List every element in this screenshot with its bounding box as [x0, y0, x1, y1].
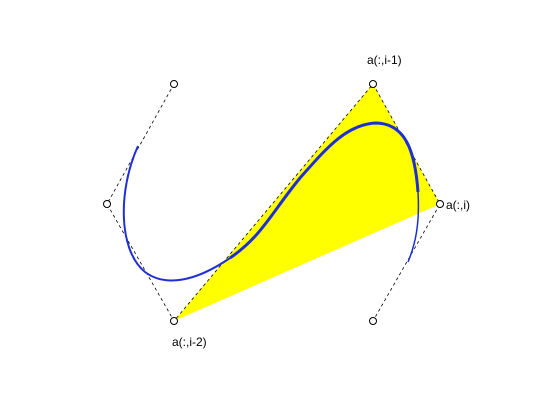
control-point-2: [103, 200, 111, 208]
label-point-i-minus-2: a(:,i-2): [172, 335, 207, 349]
label-point-i: a(:,i): [446, 198, 470, 212]
control-point-6: [369, 317, 377, 325]
control-point-i: [436, 200, 444, 208]
convex-hull-triangle: [174, 84, 440, 321]
control-point-1: [170, 80, 178, 88]
spline-curve-left-segment: [122, 145, 231, 282]
control-point-i-minus-1: [369, 80, 377, 88]
spline-curve-right-segment: [407, 191, 420, 263]
label-point-i-minus-1: a(:,i-1): [367, 53, 402, 67]
control-point-i-minus-2: [170, 317, 178, 325]
spline-curve-main-segment: [229, 121, 420, 260]
control-polygon: [106, 83, 441, 322]
